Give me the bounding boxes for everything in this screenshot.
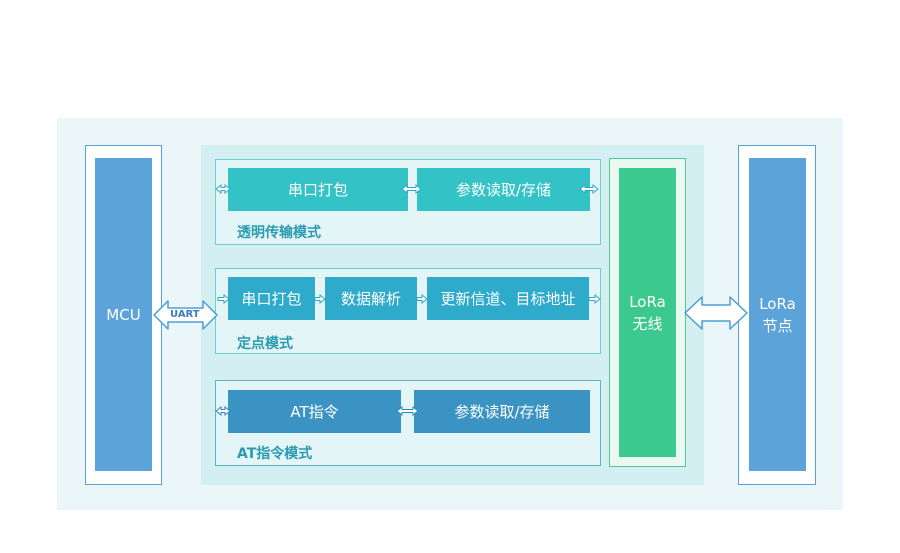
mcu-label: MCU (106, 305, 141, 324)
mode3-small-arrows (215, 405, 419, 417)
small-arrow (314, 293, 326, 305)
fixed-update-channel-block: 更新信道、目标地址 (427, 277, 589, 320)
transparent-serial-pack-block: 串口打包 (228, 168, 408, 211)
lora-wireless-block: LoRa 无线 (619, 168, 676, 457)
at-param-block: 参数读取/存储 (414, 390, 590, 433)
small-arrow (217, 293, 230, 305)
lora-node-line2: 节点 (762, 316, 793, 335)
fixed-data-parse-block: 数据解析 (325, 277, 417, 320)
block-label: 串口打包 (287, 181, 348, 199)
lora-wireless-line2: 无线 (632, 314, 663, 333)
mode2-small-arrows (217, 293, 601, 305)
mcu-block: MCU (95, 158, 152, 471)
at-mode-title: AT指令模式 (237, 446, 313, 462)
block-label: 参数读取/存储 (454, 403, 550, 421)
transparent-param-block: 参数读取/存储 (417, 168, 590, 211)
small-arrow (396, 405, 419, 417)
block-label: AT指令 (290, 403, 339, 421)
block-label: 参数读取/存储 (455, 181, 552, 199)
small-arrow (401, 183, 422, 195)
fixed-point-mode-title: 定点模式 (237, 336, 293, 352)
block-label: 串口打包 (241, 290, 302, 308)
lora-node-double-arrow (684, 296, 748, 330)
mode1-small-arrows (215, 183, 599, 195)
small-arrow (215, 405, 231, 417)
block-label: 数据解析 (340, 290, 401, 308)
mcu-uart-double-arrow (153, 300, 218, 330)
transparent-mode-title: 透明传输模式 (237, 225, 321, 241)
fixed-serial-pack-block: 串口打包 (228, 277, 315, 320)
block-label: 更新信道、目标地址 (440, 290, 576, 308)
at-command-block: AT指令 (228, 390, 401, 433)
lora-node-line1: LoRa (759, 294, 796, 313)
lora-node-block: LoRa 节点 (749, 158, 806, 471)
uart-label: UART (170, 309, 200, 320)
small-arrow (416, 293, 428, 305)
small-arrow (588, 293, 601, 305)
small-arrow (579, 183, 599, 195)
small-arrow (215, 183, 231, 195)
lora-wireless-line1: LoRa (629, 292, 666, 311)
